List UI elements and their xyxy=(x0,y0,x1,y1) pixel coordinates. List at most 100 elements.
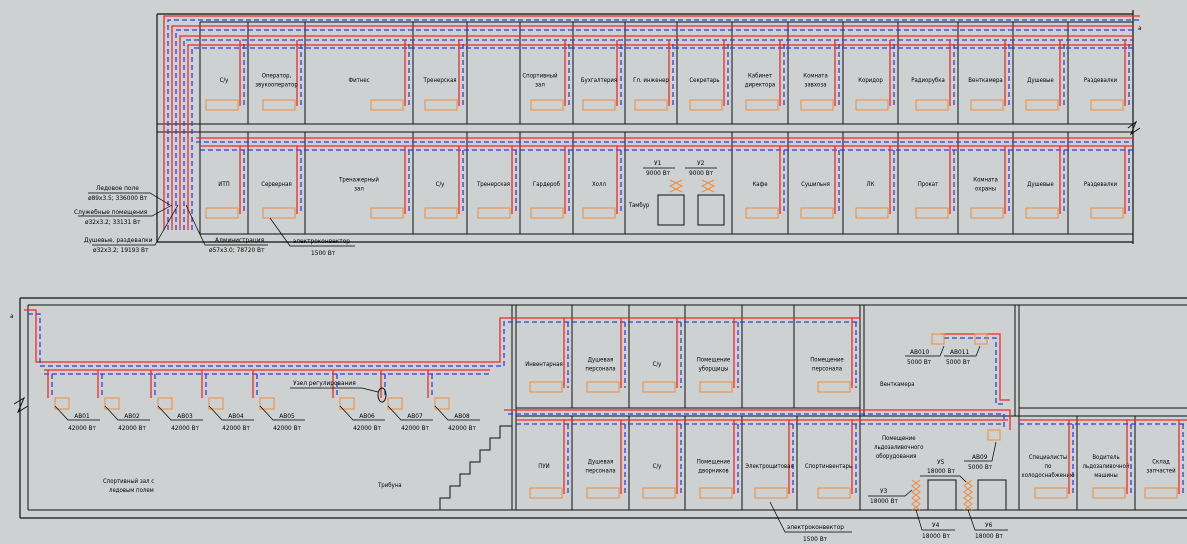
ice-room-line1: Помещение xyxy=(882,435,916,442)
av-power: 42000 Вт xyxy=(118,424,146,432)
radiator xyxy=(855,99,889,111)
radiator xyxy=(915,99,949,111)
radiator xyxy=(262,99,296,111)
room-bottom-гардероб: Гардероб xyxy=(533,181,561,188)
room-bottom-лк: ЛК xyxy=(867,181,875,188)
service-room-с-у: С/у xyxy=(653,361,663,368)
av-name: АВ08 xyxy=(454,412,470,420)
av-name: АВ04 xyxy=(228,412,244,420)
service-room-инвентарная: Инвентарная xyxy=(525,361,563,368)
callout-showers-spec: ø32х3.2; 19193 Вт xyxy=(93,246,149,254)
room-top-оператор-звукооператор: Оператор,звукооператор xyxy=(255,73,298,89)
air-heater-ав01: АВ01 42000 Вт xyxy=(47,370,100,432)
radiator xyxy=(745,99,779,111)
radiator xyxy=(689,99,723,111)
radiator xyxy=(970,207,1004,219)
radiator xyxy=(855,207,889,219)
av010-power: 5000 Вт xyxy=(907,358,932,366)
callout-convector-bottom: электроконвектор 1500 Вт xyxy=(769,501,852,543)
air-heater-ав02: АВ02 42000 Вт xyxy=(97,370,150,432)
radiator xyxy=(1090,99,1124,111)
radiator xyxy=(1025,207,1059,219)
room-bottom-холл: Холл xyxy=(592,181,606,188)
u5-power: 18000 Вт xyxy=(927,467,955,475)
radiator xyxy=(915,207,949,219)
av-name: АВ05 xyxy=(279,412,295,420)
radiator xyxy=(370,99,404,111)
u3-name: У3 xyxy=(880,487,888,495)
convector-bottom-power: 1500 Вт xyxy=(803,535,828,543)
av-name: АВ03 xyxy=(177,412,193,420)
av-name: АВ07 xyxy=(407,412,423,420)
convector-top-title: электроконвектор xyxy=(293,237,350,245)
callout-admin-title: Администрация xyxy=(215,236,265,244)
room-top-душевые: Душевые xyxy=(1027,77,1054,84)
room-bottom-прокат: Прокат xyxy=(918,181,939,188)
room-top-коридор: Коридор xyxy=(858,77,883,84)
av-name: АВ02 xyxy=(124,412,140,420)
service-room-с-у: С/у xyxy=(653,463,663,470)
u3-power: 18000 Вт xyxy=(870,497,898,505)
curtain-u4: У4 18000 Вт xyxy=(915,509,955,540)
av09-name: АВ09 xyxy=(972,453,988,461)
radiator xyxy=(262,207,296,219)
radiator xyxy=(800,99,834,111)
vent-unit-av09: АВ09 5000 Вт xyxy=(964,429,1001,471)
callout-ice-field: Ледовое поле ø89х3.5; 336000 Вт xyxy=(88,184,171,206)
av-name: АВ06 xyxy=(359,412,375,420)
u4-name: У4 xyxy=(932,521,940,529)
callout-admin-spec: ø57х3.0; 78720 Вт xyxy=(209,246,265,254)
convector-top-power: 1500 Вт xyxy=(311,249,336,257)
air-heater-ав04: АВ04 42000 Вт xyxy=(201,370,254,432)
radiator xyxy=(582,99,616,111)
callout-ice-field-spec: ø89х3.5; 336000 Вт xyxy=(88,194,148,202)
av-power: 42000 Вт xyxy=(68,424,96,432)
av-name: АВ01 xyxy=(74,412,90,420)
room-bottom-кафе: Кафе xyxy=(752,181,768,188)
room-bottom-тамбур: Тамбур xyxy=(628,202,650,209)
callout-convector-top: электроконвектор 1500 Вт xyxy=(269,217,355,257)
air-curtain-u1: У1 9000 Вт xyxy=(643,159,685,226)
air-heater-ав06: АВ06 42000 Вт xyxy=(332,370,385,432)
callout-administration: Администрация ø57х3.0; 78720 Вт xyxy=(185,204,268,254)
radiator xyxy=(745,207,779,219)
curtain-u1-power: 9000 Вт xyxy=(646,169,671,177)
radiator xyxy=(1090,207,1124,219)
room-top-фитнес: Фитнес xyxy=(348,77,369,84)
radiator xyxy=(582,207,616,219)
room-top-секретарь: Секретарь xyxy=(689,77,719,84)
av-power: 42000 Вт xyxy=(353,424,381,432)
av-power: 42000 Вт xyxy=(448,424,476,432)
radiator xyxy=(1025,99,1059,111)
room-top-тренерская: Тренерская xyxy=(422,77,456,84)
av09-power: 5000 Вт xyxy=(968,463,993,471)
radiator xyxy=(424,99,458,111)
air-curtain-u2: У2 9000 Вт xyxy=(685,159,725,226)
convector-bottom-title: электроконвектор xyxy=(787,523,844,531)
av-power: 42000 Вт xyxy=(222,424,250,432)
radiator xyxy=(530,99,564,111)
callout-service-title: Служебные помещения xyxy=(74,208,148,216)
tribune-label: Трибуна xyxy=(377,482,402,489)
av-power: 42000 Вт xyxy=(171,424,199,432)
radiator xyxy=(370,207,404,219)
room-bottom-с-у: С/у xyxy=(436,181,446,188)
av-power: 42000 Вт xyxy=(273,424,301,432)
air-heater-ав08: АВ08 42000 Вт xyxy=(427,370,480,432)
av010-name: АВ010 xyxy=(910,348,929,356)
curtain-u1-name: У1 xyxy=(654,159,662,167)
room-top-с-у: С/у xyxy=(220,77,230,84)
room-bottom-раздевалки: Раздевалки xyxy=(1084,181,1118,188)
u6-power: 18000 Вт xyxy=(975,532,1003,540)
